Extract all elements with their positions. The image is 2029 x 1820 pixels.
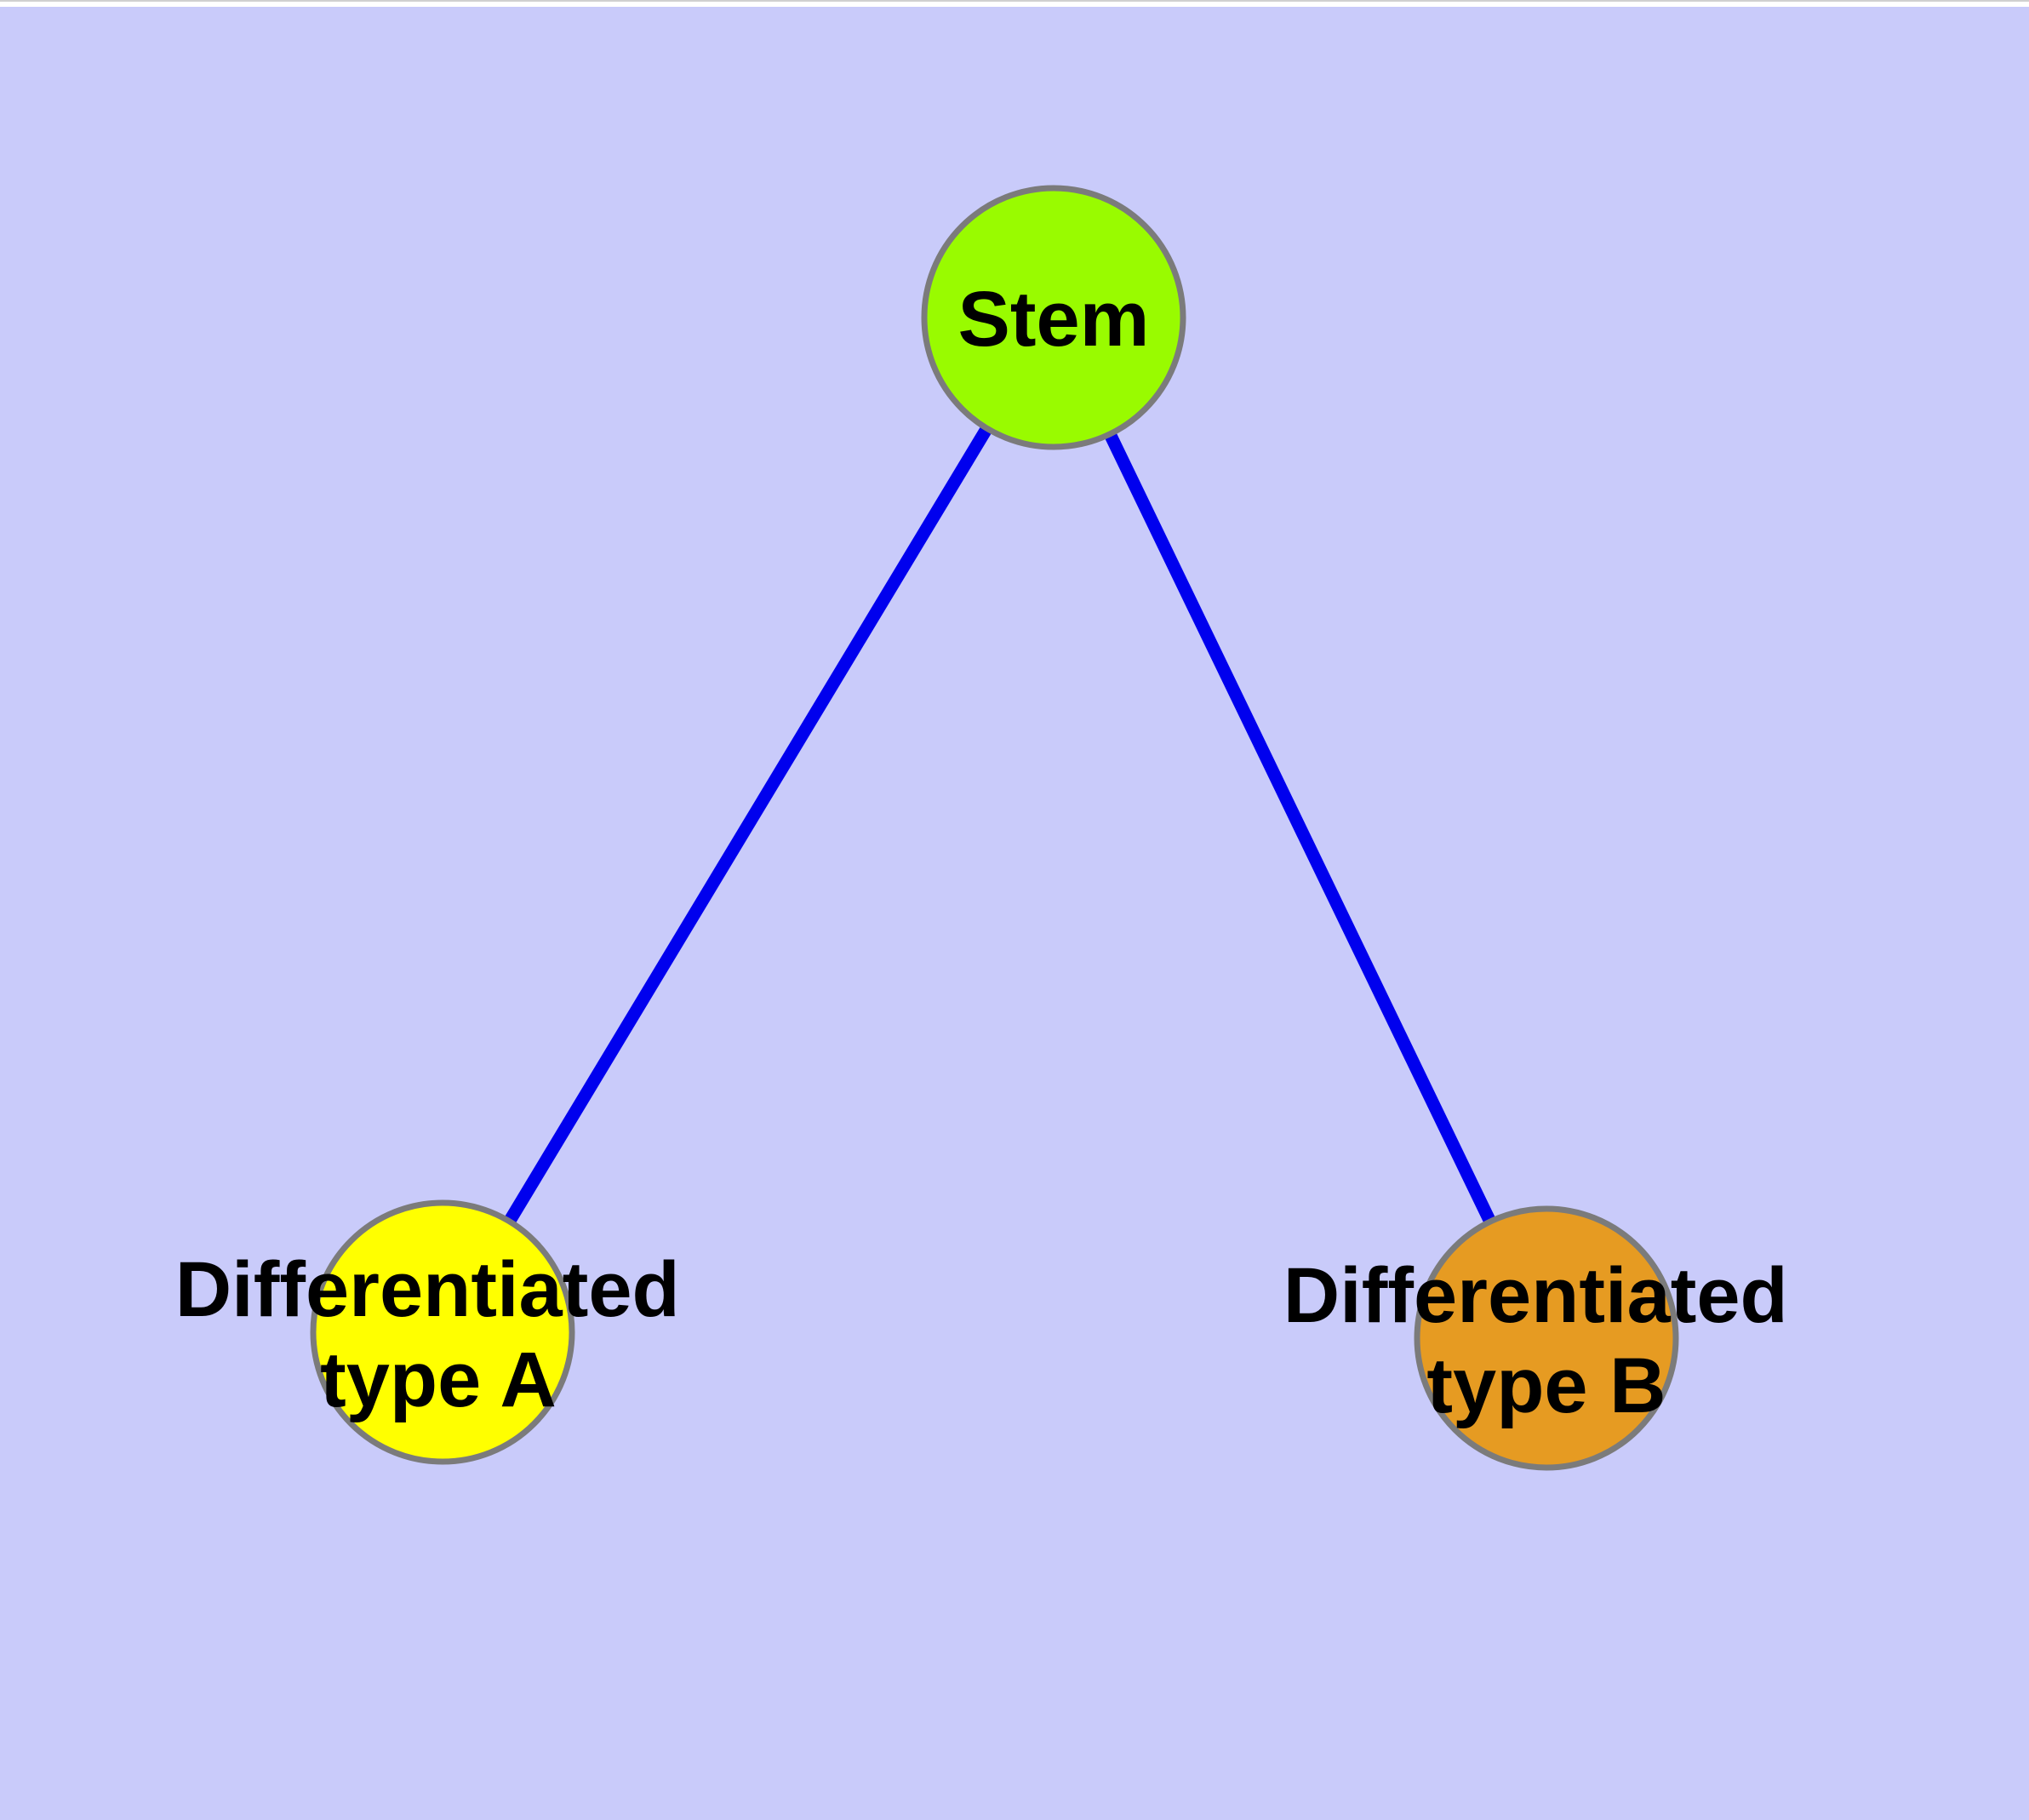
node-stem-label-line: Stem	[958, 276, 1150, 363]
edge-stem-to-type-a	[437, 314, 1060, 1336]
node-stem-circle	[921, 185, 1186, 450]
node-type-b-label-line1: Differentiated	[1283, 1252, 1788, 1339]
node-type-b-label: Differentiated type B	[1283, 1252, 1810, 1429]
node-stem: Stem	[921, 185, 1186, 450]
node-type-a-label-line1: Differentiated	[175, 1246, 680, 1333]
node-stem-label: Stem	[958, 276, 1150, 363]
edge-stem-to-type-b	[1048, 314, 1552, 1342]
node-type-a-circle	[310, 1199, 575, 1465]
node-type-a-label: Differentiated type A	[175, 1246, 702, 1423]
node-type-a: Differentiated type A	[175, 1199, 702, 1465]
node-type-b-circle	[1414, 1205, 1679, 1471]
node-type-b: Differentiated type B	[1283, 1205, 1810, 1471]
node-type-a-label-line2: type A	[320, 1336, 557, 1423]
node-type-b-label-line2: type B	[1426, 1342, 1666, 1429]
top-margin	[0, 0, 2029, 7]
